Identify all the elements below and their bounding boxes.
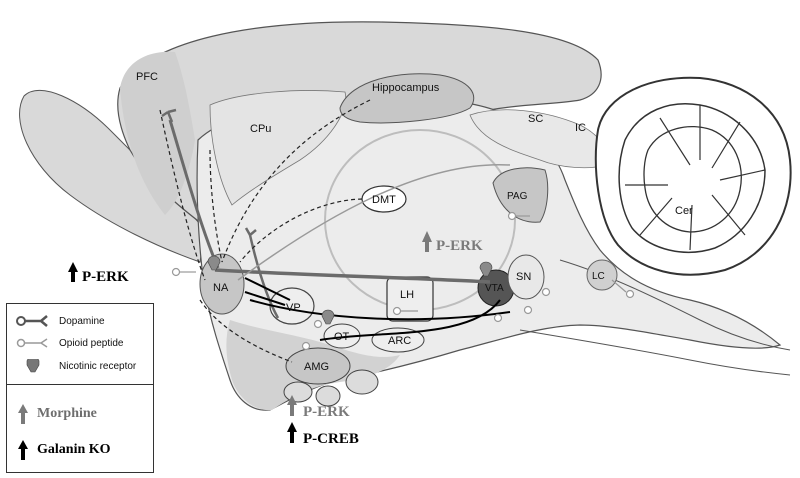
sn-region	[507, 254, 545, 300]
legend: Dopamine Opioid peptide Nicotinic recept…	[6, 303, 154, 473]
label-vp: VP	[286, 302, 301, 314]
dopamine-icon	[16, 315, 48, 327]
label-hippocampus: Hippocampus	[372, 82, 440, 94]
label-dmt: DMT	[372, 194, 396, 206]
label-pag: PAG	[507, 191, 528, 202]
pcreb-bottom-text: P-CREB	[303, 431, 359, 447]
nicotinic-receptor-na	[207, 255, 221, 271]
legend-galanin: Galanin KO	[17, 440, 111, 460]
opioid-terminal-pag	[507, 211, 530, 221]
pfc-region	[120, 51, 195, 215]
perk-center-text: P-ERK	[436, 238, 483, 254]
label-lh: LH	[400, 289, 414, 301]
opioid-terminal-lc	[611, 279, 635, 299]
gray-up-arrow-icon	[18, 404, 28, 424]
legend-nicotinic: Nicotinic receptor	[15, 359, 136, 373]
cerebellum	[594, 76, 792, 276]
label-amg: AMG	[304, 361, 329, 373]
pfc-pathway	[168, 119, 220, 269]
legend-opioid-label: Opioid peptide	[59, 337, 124, 349]
brainstem-lower	[519, 329, 791, 376]
legend-divider	[7, 384, 153, 385]
dopamine-terminal-cpu	[244, 227, 257, 236]
label-sn: SN	[516, 271, 531, 283]
pfc-dashed	[159, 109, 206, 281]
label-na: NA	[213, 282, 229, 294]
up-arrow-bottom-gray	[287, 395, 297, 416]
dopamine-terminal-pfc	[161, 108, 177, 123]
hippocampus-region	[339, 73, 475, 124]
black-up-arrow-icon	[18, 440, 28, 460]
label-ot: OT	[334, 331, 350, 343]
label-cpu: CPu	[250, 123, 271, 135]
label-vta: VTA	[485, 283, 504, 294]
label-lc: LC	[592, 271, 605, 282]
olfactory-bulb	[19, 89, 206, 263]
label-pfc: PFC	[136, 71, 158, 83]
na-vp-lines	[244, 277, 291, 306]
amg-region	[285, 347, 351, 385]
cpu-pathway	[248, 234, 280, 319]
legend-galanin-label: Galanin KO	[37, 442, 111, 457]
label-sc: SC	[528, 113, 543, 125]
opioid-terminal-na	[171, 267, 196, 277]
perk-bottom-text: P-ERK	[303, 404, 350, 420]
vta-amg-pathway	[319, 299, 501, 341]
black-pathway-na-vta	[249, 299, 511, 321]
legend-morphine: Morphine	[17, 404, 97, 424]
legend-opioid: Opioid peptide	[15, 336, 124, 350]
nicotinic-receptor-vta	[479, 261, 493, 277]
nicotinic-receptor-ot	[321, 309, 335, 325]
amg-dashed	[199, 299, 293, 363]
cpu-region	[209, 90, 347, 206]
legend-nicotinic-label: Nicotinic receptor	[59, 360, 137, 372]
label-cer: Cer	[675, 205, 693, 217]
amg-sub-left	[283, 381, 313, 403]
lc-region	[586, 259, 618, 291]
up-arrow-bottom-black	[287, 422, 297, 443]
label-ic: IC	[575, 122, 586, 134]
opioid-terminal-lh	[392, 306, 418, 316]
opioid-icon	[16, 338, 48, 348]
dmt-dashed	[239, 198, 363, 263]
perk-left-text: P-ERK	[82, 269, 129, 285]
cpu-dashed	[209, 149, 223, 263]
amg-sub-right	[345, 369, 379, 395]
legend-morphine-label: Morphine	[37, 406, 97, 421]
nicotinic-icon	[26, 359, 40, 373]
up-arrow-left	[68, 262, 78, 282]
opioid-terminal-amg	[301, 319, 323, 351]
opioid-terminal-vta	[493, 287, 551, 323]
label-arc: ARC	[388, 335, 411, 347]
na-region	[199, 253, 245, 315]
legend-dopamine: Dopamine	[15, 314, 105, 328]
thalamus-pathway	[237, 164, 511, 281]
up-arrow-center	[422, 231, 432, 252]
amg-sub-mid	[315, 385, 341, 407]
legend-dopamine-label: Dopamine	[59, 315, 105, 327]
